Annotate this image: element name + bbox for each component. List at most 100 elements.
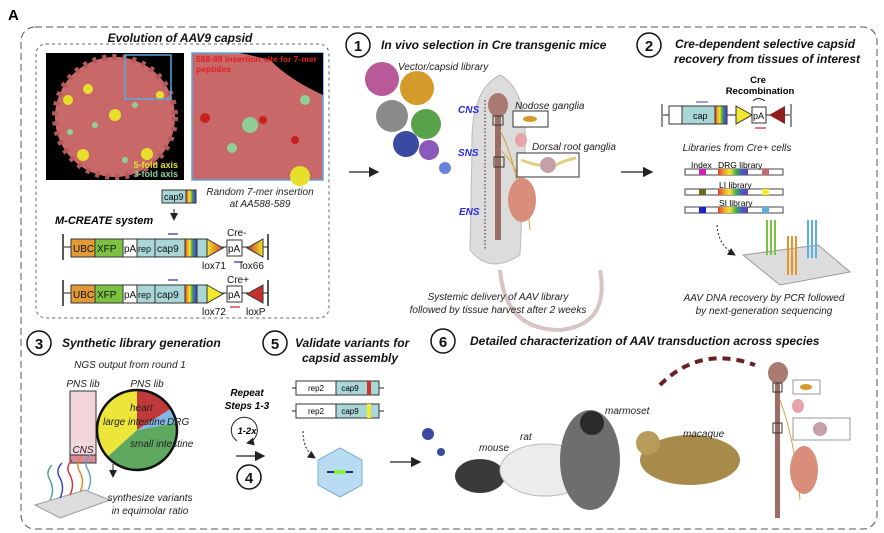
cre-plus-label: Cre+ xyxy=(227,275,249,286)
pa-label: pA xyxy=(753,111,764,121)
step3-section: 3 Synthetic library generation NGS outpu… xyxy=(26,330,221,519)
index-label: Index xyxy=(691,160,713,170)
bar-cns-label: CNS xyxy=(72,445,93,456)
validation-construct xyxy=(292,403,384,419)
pie-outline xyxy=(95,388,179,472)
step6-number: 6 xyxy=(439,334,447,351)
step2-caption-2: by next-generation sequencing xyxy=(696,306,833,317)
step1-title: In vivo selection in Cre transgenic mice xyxy=(381,38,607,52)
pie-label-small-intestine: small intestine xyxy=(130,439,194,450)
step2-number: 2 xyxy=(645,38,653,55)
species-marmoset: marmoset xyxy=(605,406,651,417)
panel-label: A xyxy=(8,7,19,24)
seg-pa: pA xyxy=(124,290,137,301)
5fold-label: 5-fold axis xyxy=(133,160,178,170)
cre-label: Cre xyxy=(750,75,766,86)
seg-rep: rep xyxy=(138,244,151,254)
step3-number: 3 xyxy=(35,336,43,353)
cns-label: CNS xyxy=(458,105,479,116)
pie-label: PNS lib xyxy=(130,379,164,390)
validation-construct xyxy=(292,380,384,396)
library-rows xyxy=(684,168,784,214)
pie-label-heart: heart xyxy=(130,403,154,414)
step1-caption-1: Systemic delivery of AAV library xyxy=(428,292,570,303)
step4-section: Repeat Steps 1-3 1-2x 4 xyxy=(225,388,270,490)
capsid-zoom-image xyxy=(191,52,324,181)
step5-section: 5 Validate variants for capsid assembly … xyxy=(262,330,422,498)
pie-label-drg: DRG xyxy=(167,417,189,428)
cap9-label: cap9 xyxy=(341,384,359,393)
seg-rep: rep xyxy=(138,290,151,300)
seg-pa-box: pA xyxy=(228,244,241,255)
seg-ubc: UBC xyxy=(73,244,94,255)
step1-caption-2: followed by tissue harvest after 2 weeks xyxy=(410,305,587,316)
step2-caption-1: AAV DNA recovery by PCR followed xyxy=(683,293,845,304)
step3-caption-1: synthesize variants xyxy=(107,493,192,504)
seg-ubc: UBC xyxy=(73,290,94,301)
seg-xfp: XFP xyxy=(97,244,117,255)
cap9-small-label: cap9 xyxy=(164,192,184,202)
mcreate-construct-cre-minus xyxy=(62,233,269,263)
pie-slice-large-intestine xyxy=(96,390,137,457)
step6-section: 6 Detailed characterization of AAV trans… xyxy=(422,328,851,518)
step2-title-1: Cre-dependent selective capsid xyxy=(675,37,856,51)
mouse-illustration xyxy=(469,74,604,333)
step1-section: 1 In vivo selection in Cre transgenic mi… xyxy=(345,32,616,333)
library-label: Vector/capsid library xyxy=(398,62,489,73)
marmoset-animal xyxy=(560,410,620,510)
evolution-section: Evolution of AAV9 capsid 5-fold axis 3-f… xyxy=(35,31,330,319)
step4-number: 4 xyxy=(245,470,254,487)
si-library-label: SI library xyxy=(719,198,753,208)
step2-title-2: recovery from tissues of interest xyxy=(674,52,861,66)
outer-border xyxy=(20,26,878,530)
lox66-label: lox66 xyxy=(240,261,264,272)
step6-title: Detailed characterization of AAV transdu… xyxy=(470,334,820,348)
repeat-label-2: Steps 1-3 xyxy=(225,401,270,412)
rep2-label: rep2 xyxy=(308,384,325,393)
lox71-label: lox71 xyxy=(202,261,226,272)
seg-pa-box: pA xyxy=(228,290,241,301)
drg-label: Dorsal root ganglia xyxy=(532,142,616,153)
mouse-animal xyxy=(455,459,505,493)
mcreate-title: M-CREATE system xyxy=(55,215,153,227)
random-insertion-1: Random 7-mer insertion xyxy=(206,187,314,198)
evolution-title: Evolution of AAV9 capsid xyxy=(108,31,253,45)
mcreate-construct-cre-plus xyxy=(62,279,269,308)
lox72-label: lox72 xyxy=(202,307,226,318)
pie-slice-drg xyxy=(137,408,177,430)
cap-label: cap xyxy=(693,111,708,121)
sns-label: SNS xyxy=(458,148,479,159)
repeat-label-1: Repeat xyxy=(230,388,264,399)
seg-pa: pA xyxy=(124,244,137,255)
insertion-site-label-2: peptides xyxy=(196,64,231,74)
pie-chart xyxy=(95,388,179,472)
macaque-animal xyxy=(640,435,740,485)
seg-cap9: cap9 xyxy=(157,244,179,255)
step3-title: Synthetic library generation xyxy=(62,336,221,350)
pie-label-large-intestine: large intestine xyxy=(103,417,166,428)
cap9-label: cap9 xyxy=(341,407,359,416)
repeat-times: 1-2x xyxy=(237,426,257,437)
3fold-label: 3-fold axis xyxy=(133,169,178,179)
loxp-label: loxP xyxy=(246,307,266,318)
nervous-system-illustration xyxy=(768,362,851,518)
cns-bar-segment xyxy=(69,454,97,464)
species-macaque: macaque xyxy=(683,429,725,440)
bar-label: PNS lib xyxy=(66,379,100,390)
step5-number: 5 xyxy=(271,336,279,353)
ngs-label: NGS output from round 1 xyxy=(74,360,186,371)
capsid-library-icons xyxy=(365,62,451,174)
seg-xfp: XFP xyxy=(97,290,117,301)
li-library-label: LI library xyxy=(719,180,752,190)
step1-number: 1 xyxy=(354,38,362,55)
recombination-label: Recombination xyxy=(726,86,795,97)
rep2-label: rep2 xyxy=(308,407,325,416)
seg-cap9: cap9 xyxy=(157,290,179,301)
step5-title-1: Validate variants for xyxy=(295,336,411,350)
drg-library-label: DRG library xyxy=(718,160,763,170)
step5-title-2: capsid assembly xyxy=(302,351,399,365)
species-rat: rat xyxy=(520,432,533,443)
synthesis-chip xyxy=(33,489,112,519)
nodose-label: Nodose ganglia xyxy=(515,101,585,112)
